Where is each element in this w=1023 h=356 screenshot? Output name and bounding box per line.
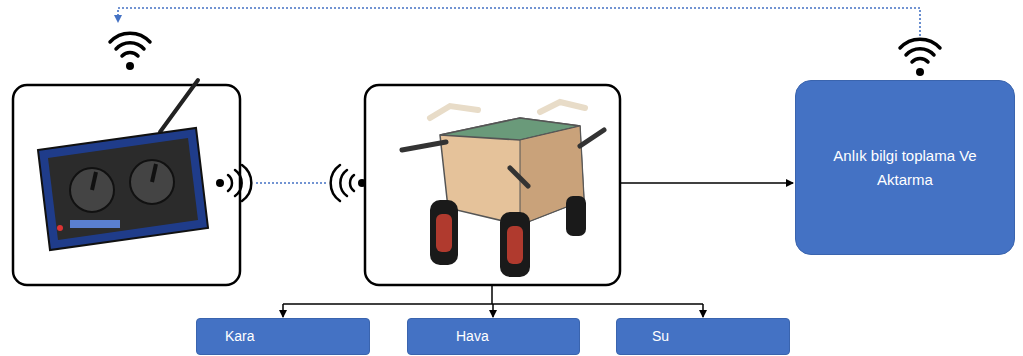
radio-waves — [216, 165, 366, 201]
data-arrow — [621, 182, 793, 184]
info-label: Anlık bilgi toplama Ve Aktarma — [830, 144, 980, 191]
domain-box: Hava — [407, 318, 580, 355]
domain-label: Hava — [456, 326, 489, 348]
domain-label: Kara — [225, 326, 255, 348]
robot-frame — [365, 85, 620, 285]
info-box: Anlık bilgi toplama Ve Aktarma — [795, 80, 1015, 255]
robot-vehicle — [402, 102, 604, 277]
transmitter-frame — [13, 85, 240, 285]
radio-link — [256, 182, 328, 184]
domain-box: Su — [616, 318, 790, 355]
branch-arrows — [283, 286, 703, 317]
wifi-icon — [900, 39, 940, 76]
domain-box: Kara — [196, 318, 370, 355]
wifi-icon — [110, 33, 150, 70]
domain-label: Su — [652, 326, 669, 348]
wireless-link — [118, 8, 920, 36]
rc-transmitter — [38, 80, 208, 250]
